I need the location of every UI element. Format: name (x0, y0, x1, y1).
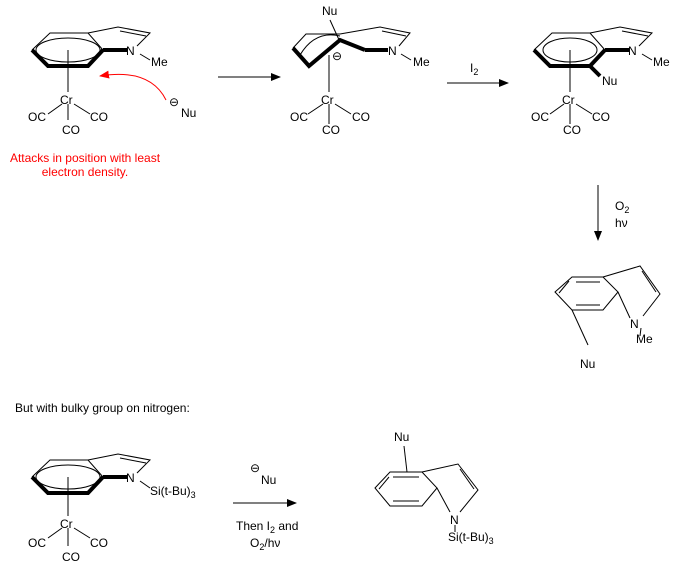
carbonyl-label: OC (28, 536, 46, 550)
then-reagents: Then I2 and (236, 519, 298, 535)
bulky-group-note: But with bulky group on nitrogen: (15, 401, 190, 415)
negative-charge-icon: ⊖ (250, 461, 260, 475)
intermediate-complex: Nu ⊖ N Me Cr OC CO CO (290, 4, 430, 137)
oxygen-reagent: O2 (615, 199, 629, 215)
nucleophile-label: Nu (394, 430, 409, 444)
carbonyl-label: OC (290, 110, 308, 124)
nucleophile: ⊖ Nu (99, 70, 196, 120)
methyl-label: Me (151, 55, 168, 69)
carbonyl-label: CO (352, 110, 370, 124)
nitrogen-label: N (450, 513, 459, 527)
bulky-reactant-complex: N Si(t-Bu)3 Cr OC CO CO (28, 453, 196, 564)
reactant-complex: N Me Cr OC CO CO (28, 26, 168, 137)
annotation-line2: electron density. (42, 165, 129, 179)
silyl-label: Si(t-Bu)3 (448, 530, 494, 546)
iodine-reagent: I2 (470, 61, 478, 77)
carbonyl-label: OC (28, 110, 46, 124)
nitrogen-label: N (388, 44, 397, 58)
negative-charge-icon: ⊖ (169, 95, 179, 109)
nitrogen-label: N (126, 471, 135, 485)
product-complex: N Me Nu Cr OC CO CO (531, 26, 670, 137)
chromium-label: Cr (321, 93, 334, 107)
carbonyl-label: CO (90, 536, 108, 550)
nitrogen-label: N (630, 317, 639, 331)
chromium-label: Cr (60, 517, 73, 531)
methyl-label: Me (413, 55, 430, 69)
silyl-label: Si(t-Bu)3 (150, 484, 196, 500)
carbonyl-label: CO (62, 550, 80, 564)
nitrogen-label: N (628, 44, 637, 58)
carbonyl-label: OC (531, 110, 549, 124)
methyl-label: Me (636, 332, 653, 346)
carbonyl-label: CO (592, 110, 610, 124)
then-reagents-line2: O2/hν (250, 536, 280, 552)
nucleophile-label: Nu (261, 473, 276, 487)
carbonyl-label: CO (90, 110, 108, 124)
negative-charge-icon: ⊖ (332, 49, 342, 63)
nucleophile-label: Nu (181, 106, 196, 120)
carbonyl-label: CO (62, 123, 80, 137)
nucleophile-label: Nu (322, 4, 337, 18)
nucleophile-label: Nu (580, 357, 595, 371)
curved-arrow-icon (99, 70, 167, 101)
annotation-line1: Attacks in position with least (10, 151, 161, 165)
nucleophile-label: Nu (602, 74, 617, 88)
methyl-label: Me (653, 55, 670, 69)
chromium-label: Cr (562, 93, 575, 107)
nitrogen-label: N (126, 44, 135, 58)
light-reagent: hν (615, 216, 628, 230)
carbonyl-label: CO (322, 123, 340, 137)
product-indole: N Me Nu (554, 265, 661, 371)
product-indole-4-substituted: Nu N Si(t-Bu)3 (374, 430, 494, 546)
chromium-label: Cr (60, 93, 73, 107)
carbonyl-label: CO (563, 123, 581, 137)
